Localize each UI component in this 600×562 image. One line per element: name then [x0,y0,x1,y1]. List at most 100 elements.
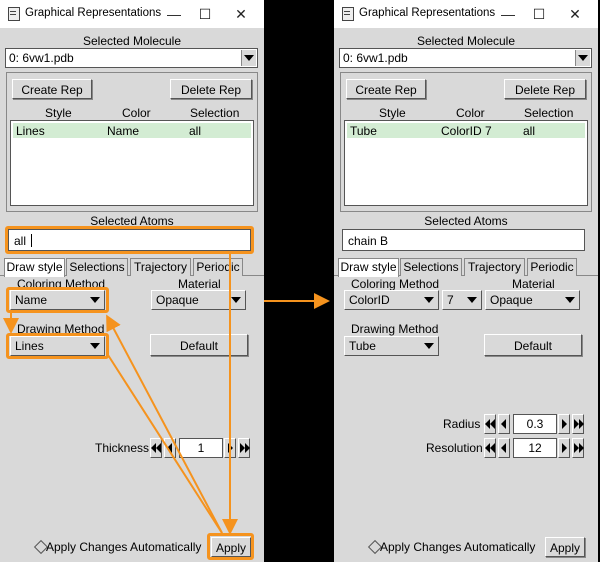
coloring-method-menu[interactable]: Name [10,290,105,310]
rep-group [6,72,258,212]
selected-atoms-input[interactable]: all [8,229,251,251]
title-bar: Graphical Representations — ☐ ✕ [0,0,264,28]
right-arrow-icon[interactable] [224,438,236,458]
default-button[interactable]: Default [484,334,582,356]
selected-atoms-input[interactable]: chain B [342,229,585,251]
selected-molecule-label: Selected Molecule [82,34,182,48]
molecule-dropdown[interactable]: 0: 6vw1.pdb [339,48,592,68]
tab-trajectory[interactable]: Trajectory [464,258,525,276]
resolution-value[interactable]: 12 [513,438,557,458]
triangle-down-icon [230,293,243,307]
selected-molecule-label: Selected Molecule [416,34,516,48]
material-menu[interactable]: Opaque [151,290,246,310]
triangle-down-icon [89,293,102,307]
rep-group [340,72,592,212]
close-icon[interactable]: ✕ [235,6,247,22]
coloring-method-label: Coloring Method [17,277,106,291]
tab-periodic[interactable]: Periodic [527,258,577,276]
color-id-value: 7 [447,293,454,307]
selected-atoms-label: Selected Atoms [424,214,508,228]
close-icon[interactable]: ✕ [569,6,581,22]
tab-draw-style[interactable]: Draw style [338,258,399,277]
triangle-down-icon [423,339,436,353]
triangle-down-icon [89,339,102,353]
col-color-header: Color [456,106,485,120]
right-arrow-icon[interactable] [558,414,570,434]
tab-trajectory[interactable]: Trajectory [130,258,191,276]
tab-selections[interactable]: Selections [66,258,128,276]
molecule-value: 0: 6vw1.pdb [9,51,74,65]
coloring-method-label: Coloring Method [351,277,440,291]
create-rep-button[interactable]: Create Rep [346,79,426,99]
apply-button[interactable]: Apply [211,537,251,557]
double-left-arrow-icon[interactable] [484,438,496,458]
thickness-label: Thickness [95,441,150,455]
tab-draw-style[interactable]: Draw style [4,258,65,277]
rep-color: Name [107,124,140,138]
maximize-icon[interactable]: ☐ [532,6,546,22]
triangle-down-icon [564,293,577,307]
drawing-method-label: Drawing Method [351,322,439,336]
delete-rep-button[interactable]: Delete Rep [170,79,252,99]
resolution-spinner[interactable]: 12 [484,438,584,458]
col-selection-header: Selection [190,106,240,120]
right-arrow-icon[interactable] [558,438,570,458]
radius-value[interactable]: 0.3 [513,414,557,434]
double-left-arrow-icon[interactable] [484,414,496,434]
material-value: Opaque [156,293,199,307]
material-label: Material [178,277,221,291]
rep-style: Tube [350,124,377,138]
rep-list[interactable]: Tube ColorID 7 all [344,120,588,206]
apply-button[interactable]: Apply [545,537,585,557]
apply-auto-label[interactable]: Apply Changes Automatically [46,540,202,554]
tab-selections[interactable]: Selections [400,258,462,276]
delete-rep-button[interactable]: Delete Rep [504,79,586,99]
double-left-arrow-icon[interactable] [150,438,162,458]
text-caret [31,234,32,247]
thickness-spinner[interactable]: 1 [150,438,250,458]
rep-selection: all [189,124,202,138]
apply-auto-label[interactable]: Apply Changes Automatically [380,540,536,554]
rep-list[interactable]: Lines Name all [10,120,254,206]
tab-periodic[interactable]: Periodic [193,258,243,276]
rep-color: ColorID 7 [441,124,492,138]
graphical-representations-window-before: Graphical Representations — ☐ ✕ Selected… [0,0,264,562]
double-right-arrow-icon[interactable] [572,438,584,458]
left-arrow-icon[interactable] [498,438,510,458]
maximize-icon[interactable]: ☐ [198,6,212,22]
double-right-arrow-icon[interactable] [572,414,584,434]
coloring-method-menu[interactable]: ColorID [344,290,439,310]
radius-label: Radius [443,417,481,431]
drawing-method-value: Lines [15,339,44,353]
triangle-down-icon [423,293,436,307]
molecule-value: 0: 6vw1.pdb [343,51,408,65]
molecule-dropdown[interactable]: 0: 6vw1.pdb [5,48,258,68]
selected-atoms-value: all [14,234,27,248]
drawing-method-label: Drawing Method [17,322,105,336]
material-menu[interactable]: Opaque [485,290,580,310]
drawing-method-menu[interactable]: Lines [10,336,105,356]
selected-atoms-label: Selected Atoms [90,214,174,228]
left-arrow-icon[interactable] [498,414,510,434]
rep-style: Lines [16,124,45,138]
drawing-method-menu[interactable]: Tube [344,336,439,356]
double-right-arrow-icon[interactable] [238,438,250,458]
col-style-header: Style [45,106,72,120]
vmd-window-icon [8,7,20,21]
triangle-down-icon [466,293,479,307]
minimize-icon[interactable]: — [167,6,181,22]
graphical-representations-window-after: Graphical Representations — ☐ ✕ Selected… [334,0,598,562]
default-button[interactable]: Default [150,334,248,356]
minimize-icon[interactable]: — [501,6,515,22]
rep-row[interactable]: Lines Name all [13,123,251,138]
color-id-menu[interactable]: 7 [442,290,482,310]
material-value: Opaque [490,293,533,307]
title-bar: Graphical Representations — ☐ ✕ [334,0,598,28]
triangle-down-icon [575,50,590,66]
left-arrow-icon[interactable] [164,438,176,458]
create-rep-button[interactable]: Create Rep [12,79,92,99]
thickness-value[interactable]: 1 [179,438,223,458]
vmd-window-icon [342,7,354,21]
radius-spinner[interactable]: 0.3 [484,414,584,434]
rep-row[interactable]: Tube ColorID 7 all [347,123,585,138]
